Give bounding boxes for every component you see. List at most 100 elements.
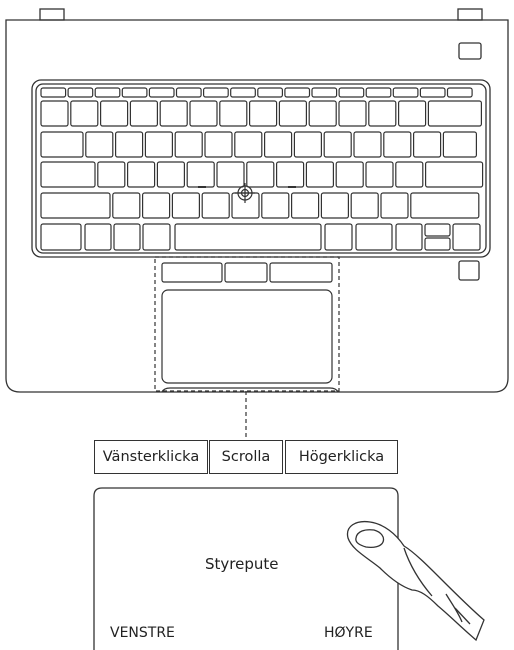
keyboard-key [278, 100, 307, 127]
keyboard-key [40, 100, 69, 127]
keyboard-key [70, 100, 99, 127]
keyboard-key [395, 161, 424, 188]
keyboard-key [338, 87, 365, 98]
keyboard-key [427, 100, 482, 127]
keyboard-key [112, 192, 141, 219]
keyboard-key [424, 237, 451, 251]
keyboard-key [365, 87, 392, 98]
keyboard-key [144, 131, 173, 158]
keyboard-key [142, 223, 171, 251]
keyboard-key [305, 161, 334, 188]
keyboard-key [246, 161, 275, 188]
keyboard-key [353, 131, 382, 158]
keyboard-key [40, 131, 84, 158]
touchpad-label: Styrepute [205, 555, 279, 573]
sensor-icon [458, 260, 480, 281]
keyboard-key [142, 192, 171, 219]
keyboard-key [175, 87, 202, 98]
keyboard-key [186, 161, 215, 188]
keyboard-key [129, 100, 158, 127]
keyboard-key [40, 161, 96, 188]
front-lip [161, 387, 339, 393]
keyboard-inner [35, 83, 487, 254]
keyboard-key [425, 161, 484, 188]
touchpad-left-button [161, 262, 223, 283]
keyboard-key [446, 87, 473, 98]
touchpad-right-button [269, 262, 333, 283]
keyboard-key [156, 161, 185, 188]
keyboard-key [203, 87, 229, 98]
keyboard-key [308, 100, 337, 127]
keyboard-key [97, 161, 126, 188]
keyboard-key [355, 223, 393, 251]
right-zone-label: HØYRE [324, 625, 373, 641]
keyboard-key [335, 161, 364, 188]
left-click-label: Vänsterklicka [102, 449, 200, 465]
keyboard-key [323, 131, 352, 158]
keyboard-key [113, 223, 141, 251]
keyboard-key [452, 223, 481, 251]
keyboard-key [230, 87, 256, 98]
keyboard-key [126, 161, 156, 188]
keyboard-key [395, 223, 423, 251]
keyboard-key [284, 87, 311, 98]
keyboard-key [40, 87, 67, 98]
keyboard-key [216, 161, 245, 188]
keyboard-key [413, 131, 442, 158]
scroll-label-box: Scrolla [209, 440, 283, 474]
laptop-body [5, 19, 509, 393]
keyboard-key [40, 192, 111, 219]
keyboard-key [442, 131, 477, 158]
keyboard-key [159, 100, 188, 127]
keyboard-key [201, 192, 230, 219]
keyboard-key [261, 192, 290, 219]
keyboard-key [380, 192, 409, 219]
finger-icon [346, 520, 485, 642]
scroll-label: Scrolla [221, 449, 271, 465]
keyboard-key [249, 100, 278, 127]
keyboard-key [264, 131, 293, 158]
keyboard-key [114, 131, 144, 158]
keyboard-key [324, 223, 353, 251]
keyboard-key [257, 87, 283, 98]
keyboard-key [398, 100, 427, 127]
keyboard-keys [40, 87, 484, 251]
hinge-left [39, 8, 65, 21]
touchpad-surface [161, 289, 333, 384]
keyboard-key [94, 87, 121, 98]
keyboard-key [383, 131, 412, 158]
keyboard-key [204, 131, 233, 158]
hinge-right [457, 8, 483, 21]
keyboard-key [234, 131, 263, 158]
right-click-label-box: Högerklicka [285, 440, 398, 474]
keyboard-key [121, 87, 148, 98]
keyboard-key [219, 100, 248, 127]
power-button-icon [458, 42, 482, 60]
touchpad-middle-button [224, 262, 268, 283]
keyboard-key [424, 223, 451, 237]
keyboard-key [365, 161, 394, 188]
keyboard-key [291, 192, 320, 219]
keyboard-key [410, 192, 480, 219]
keyboard-key [189, 100, 218, 127]
keyboard-key [171, 192, 200, 219]
right-click-label: Högerklicka [298, 449, 385, 465]
keyboard-key [174, 131, 203, 158]
keyboard-key [293, 131, 322, 158]
left-zone-label: VENSTRE [110, 625, 175, 641]
keyboard-key [419, 87, 446, 98]
touchpad-highlight [154, 256, 340, 392]
keyboard-key [368, 100, 397, 127]
keyboard-key [85, 131, 114, 158]
keyboard-key [320, 192, 349, 219]
left-click-label-box: Vänsterklicka [94, 440, 208, 474]
keyboard-key [67, 87, 94, 98]
keyboard-key [338, 100, 367, 127]
pointing-stick-icon [235, 183, 255, 203]
touchpad-detail-frame [93, 487, 399, 650]
keyboard-key [392, 87, 419, 98]
keyboard-key [350, 192, 379, 219]
keyboard-key [40, 223, 82, 251]
keyboard-key [311, 87, 338, 98]
